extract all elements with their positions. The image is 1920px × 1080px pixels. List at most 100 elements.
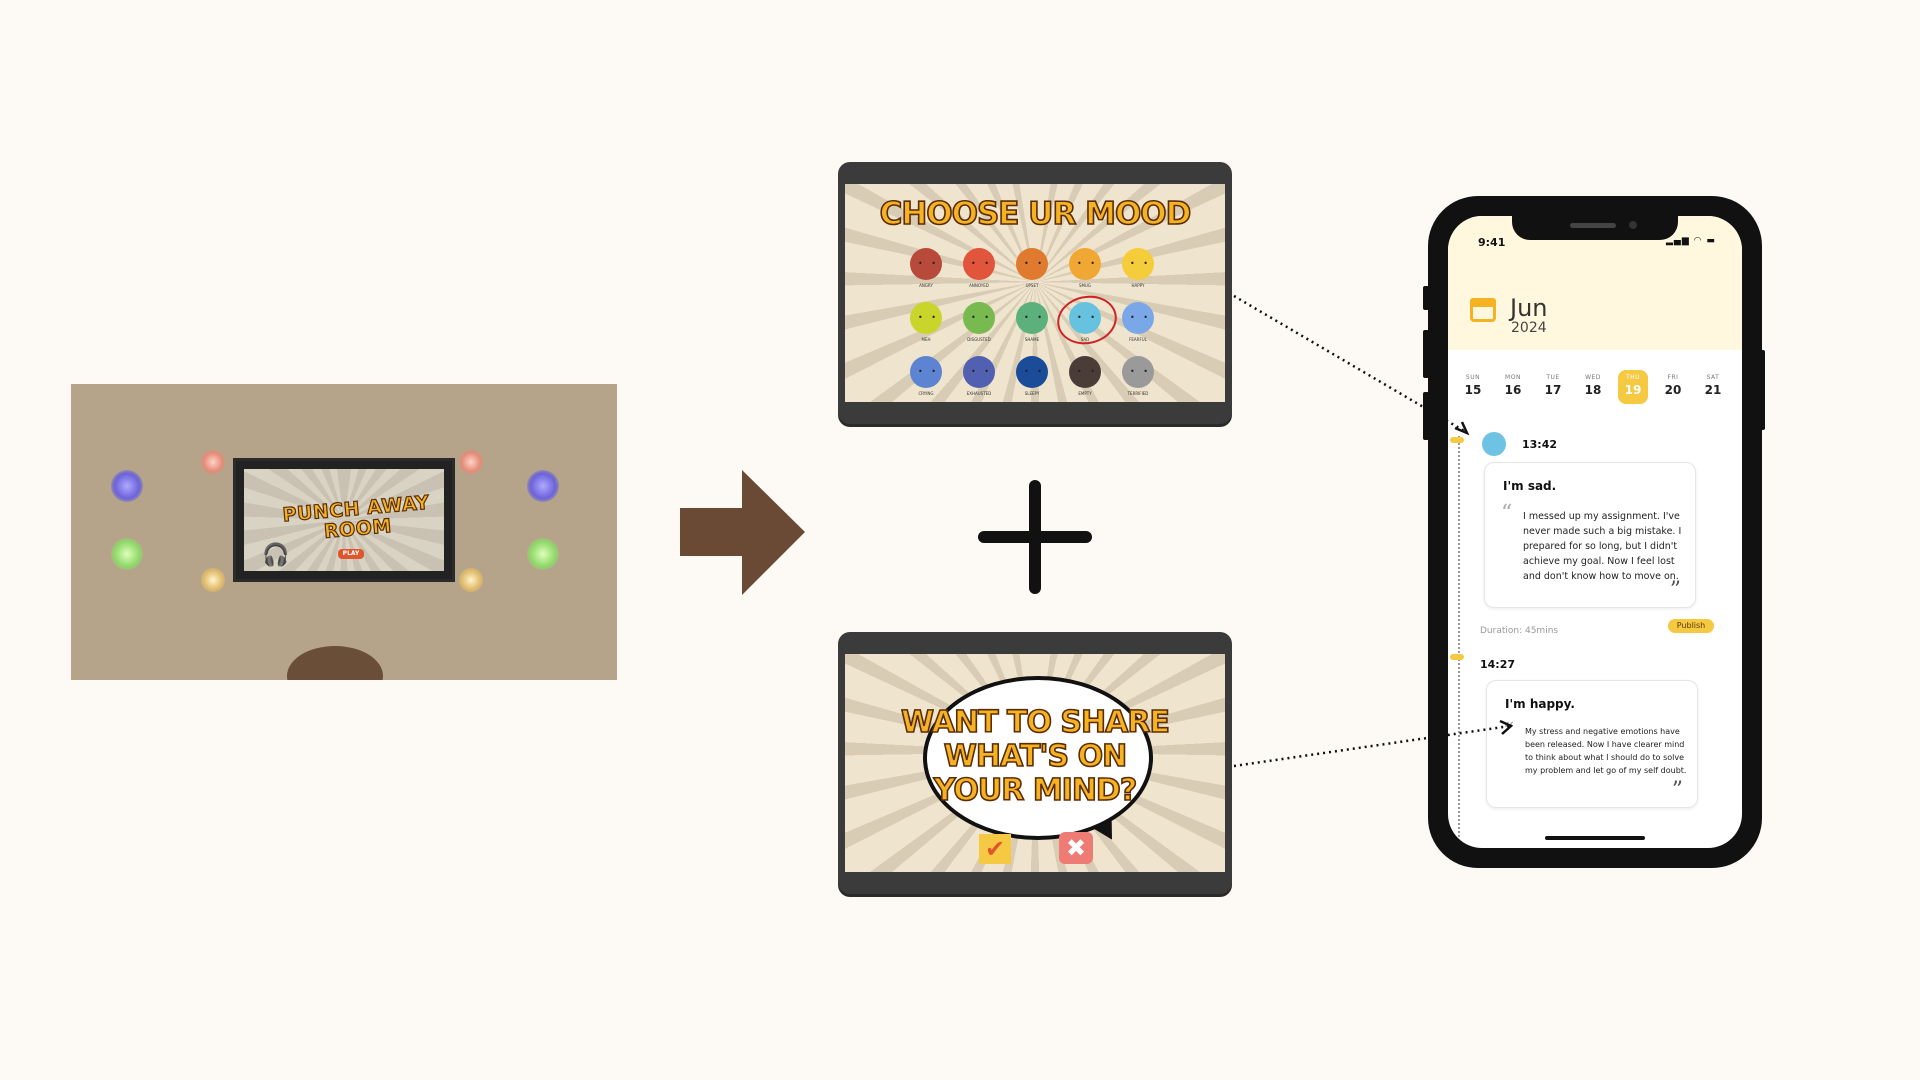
right-arrow-icon xyxy=(680,470,805,595)
timeline xyxy=(1458,436,1462,848)
journal-entry-card[interactable]: I'm happy. “ My stress and negative emot… xyxy=(1486,680,1698,808)
month-label: Jun xyxy=(1510,294,1548,322)
mood-screen: CHOOSE UR MOOD • •ANGRY• •ANNOYED• •UPSE… xyxy=(845,184,1225,402)
journal-entry-card[interactable]: I'm sad. “ I messed up my assignment. I'… xyxy=(1484,462,1696,608)
share-question: WANT TO SHARE WHAT'S ON YOUR MIND? xyxy=(885,705,1185,809)
mood-label: CRYING xyxy=(918,391,934,396)
day-date: 21 xyxy=(1704,383,1722,397)
day-date: 19 xyxy=(1624,383,1642,397)
mood-face-terrified[interactable]: • • xyxy=(1122,356,1154,388)
mood-selection-tablet: CHOOSE UR MOOD • •ANGRY• •ANNOYED• •UPSE… xyxy=(838,162,1232,424)
entry-time: 13:42 xyxy=(1522,438,1558,451)
share-question-line: WANT TO SHARE xyxy=(900,705,1171,741)
plus-icon xyxy=(978,531,1092,543)
mood-face-angry[interactable]: • • xyxy=(910,248,942,280)
day-fri[interactable]: FRI 20 xyxy=(1658,374,1688,397)
face-eyes: • • xyxy=(1077,259,1098,268)
red-wall-light xyxy=(459,450,483,474)
mood-face-disgusted[interactable]: • • xyxy=(963,302,995,334)
green-wall-light xyxy=(111,538,143,570)
face-eyes: • • xyxy=(971,367,992,376)
day-date: 16 xyxy=(1504,383,1522,397)
no-x-button[interactable]: ✖ xyxy=(1059,832,1093,864)
mood-label: DISGUSTED xyxy=(967,337,991,342)
day-name: FRI xyxy=(1667,374,1679,381)
yes-checkmark-button[interactable]: ✔ xyxy=(979,834,1011,864)
yellow-wall-light xyxy=(201,568,225,592)
face-eyes: • • xyxy=(1024,313,1045,322)
mood-face-exhausted[interactable]: • • xyxy=(963,356,995,388)
mood-label: HAPPY xyxy=(1131,283,1145,288)
mood-face-empty[interactable]: • • xyxy=(1069,356,1101,388)
face-eyes: • • xyxy=(1130,367,1151,376)
home-indicator[interactable] xyxy=(1545,836,1645,840)
face-eyes: • • xyxy=(1130,259,1151,268)
entry-body: I messed up my assignment. I've never ma… xyxy=(1523,511,1682,582)
mood-face-sad[interactable]: • • xyxy=(1069,302,1101,334)
face-eyes: • • xyxy=(1077,367,1098,376)
face-eyes: • • xyxy=(971,313,992,322)
day-mon[interactable]: MON 16 xyxy=(1498,374,1528,397)
mood-label: EMPTY xyxy=(1078,391,1092,396)
day-name: TUE xyxy=(1546,374,1560,381)
checkmark-icon: ✔ xyxy=(984,835,1006,863)
mood-title: CHOOSE UR MOOD xyxy=(879,195,1192,233)
face-eyes: • • xyxy=(918,259,939,268)
signal-icon: ▂▄▆ xyxy=(1666,236,1690,246)
room-screen-title: PUNCH AWAY ROOM xyxy=(281,491,431,543)
wall-screen: 🎧 PUNCH AWAY ROOM PLAY xyxy=(233,458,455,582)
mood-label: EXHAUSTED xyxy=(966,391,992,396)
face-eyes: • • xyxy=(918,313,939,322)
mood-label: UPSET xyxy=(1025,283,1039,288)
mood-label: FEARFUL xyxy=(1129,337,1147,342)
status-icons: ▂▄▆ ◠ ▬ xyxy=(1666,236,1716,246)
mood-face-fearful[interactable]: • • xyxy=(1122,302,1154,334)
mood-face-crying[interactable]: • • xyxy=(910,356,942,388)
entry-time: 14:27 xyxy=(1480,658,1516,671)
phone-power-button xyxy=(1759,350,1765,430)
share-question-line: YOUR MIND? xyxy=(933,773,1138,809)
day-name: MON xyxy=(1505,374,1521,381)
phone-speaker xyxy=(1570,223,1616,228)
publish-button[interactable]: Publish xyxy=(1668,619,1714,633)
face-eyes: • • xyxy=(1024,367,1045,376)
mood-face-meh[interactable]: • • xyxy=(910,302,942,334)
day-thu[interactable]: THU 19 xyxy=(1618,370,1648,404)
quote-open-icon: “ xyxy=(1503,719,1515,744)
entry-title: I'm happy. xyxy=(1505,697,1575,711)
share-screen: WANT TO SHARE WHAT'S ON YOUR MIND? ✔ ✖ xyxy=(845,654,1225,872)
mood-label: TERRIFIED xyxy=(1127,391,1149,396)
mood-label: MEH xyxy=(921,337,931,342)
face-eyes: • • xyxy=(1077,313,1098,322)
timeline-marker xyxy=(1450,654,1464,660)
mood-face-sleepy[interactable]: • • xyxy=(1016,356,1048,388)
mood-label: SHAME xyxy=(1024,337,1040,342)
phone-camera xyxy=(1629,221,1637,229)
entry-duration: Duration: 45mins xyxy=(1480,626,1559,636)
quote-open-icon: “ xyxy=(1501,501,1513,526)
face-eyes: • • xyxy=(1130,313,1151,322)
wifi-icon: ◠ xyxy=(1693,236,1703,246)
year-label: 2024 xyxy=(1511,320,1547,336)
yellow-wall-light xyxy=(459,568,483,592)
day-name: THU xyxy=(1625,374,1641,381)
share-prompt-tablet: WANT TO SHARE WHAT'S ON YOUR MIND? ✔ ✖ xyxy=(838,632,1232,894)
share-question-line: WHAT'S ON xyxy=(943,739,1128,775)
mood-label: SLEEPY xyxy=(1024,391,1040,396)
mood-face-happy[interactable]: • • xyxy=(1122,248,1154,280)
mood-face-upset[interactable]: • • xyxy=(1016,248,1048,280)
mood-face-shame[interactable]: • • xyxy=(1016,302,1048,334)
day-date: 20 xyxy=(1664,383,1682,397)
mood-face-smug[interactable]: • • xyxy=(1069,248,1101,280)
play-button[interactable]: PLAY xyxy=(338,549,364,559)
mood-face-annoyed[interactable]: • • xyxy=(963,248,995,280)
day-name: WED xyxy=(1585,374,1601,381)
status-time: 9:41 xyxy=(1478,236,1506,249)
quote-close-icon: ” xyxy=(1671,778,1683,803)
calendar-icon[interactable] xyxy=(1470,298,1496,322)
